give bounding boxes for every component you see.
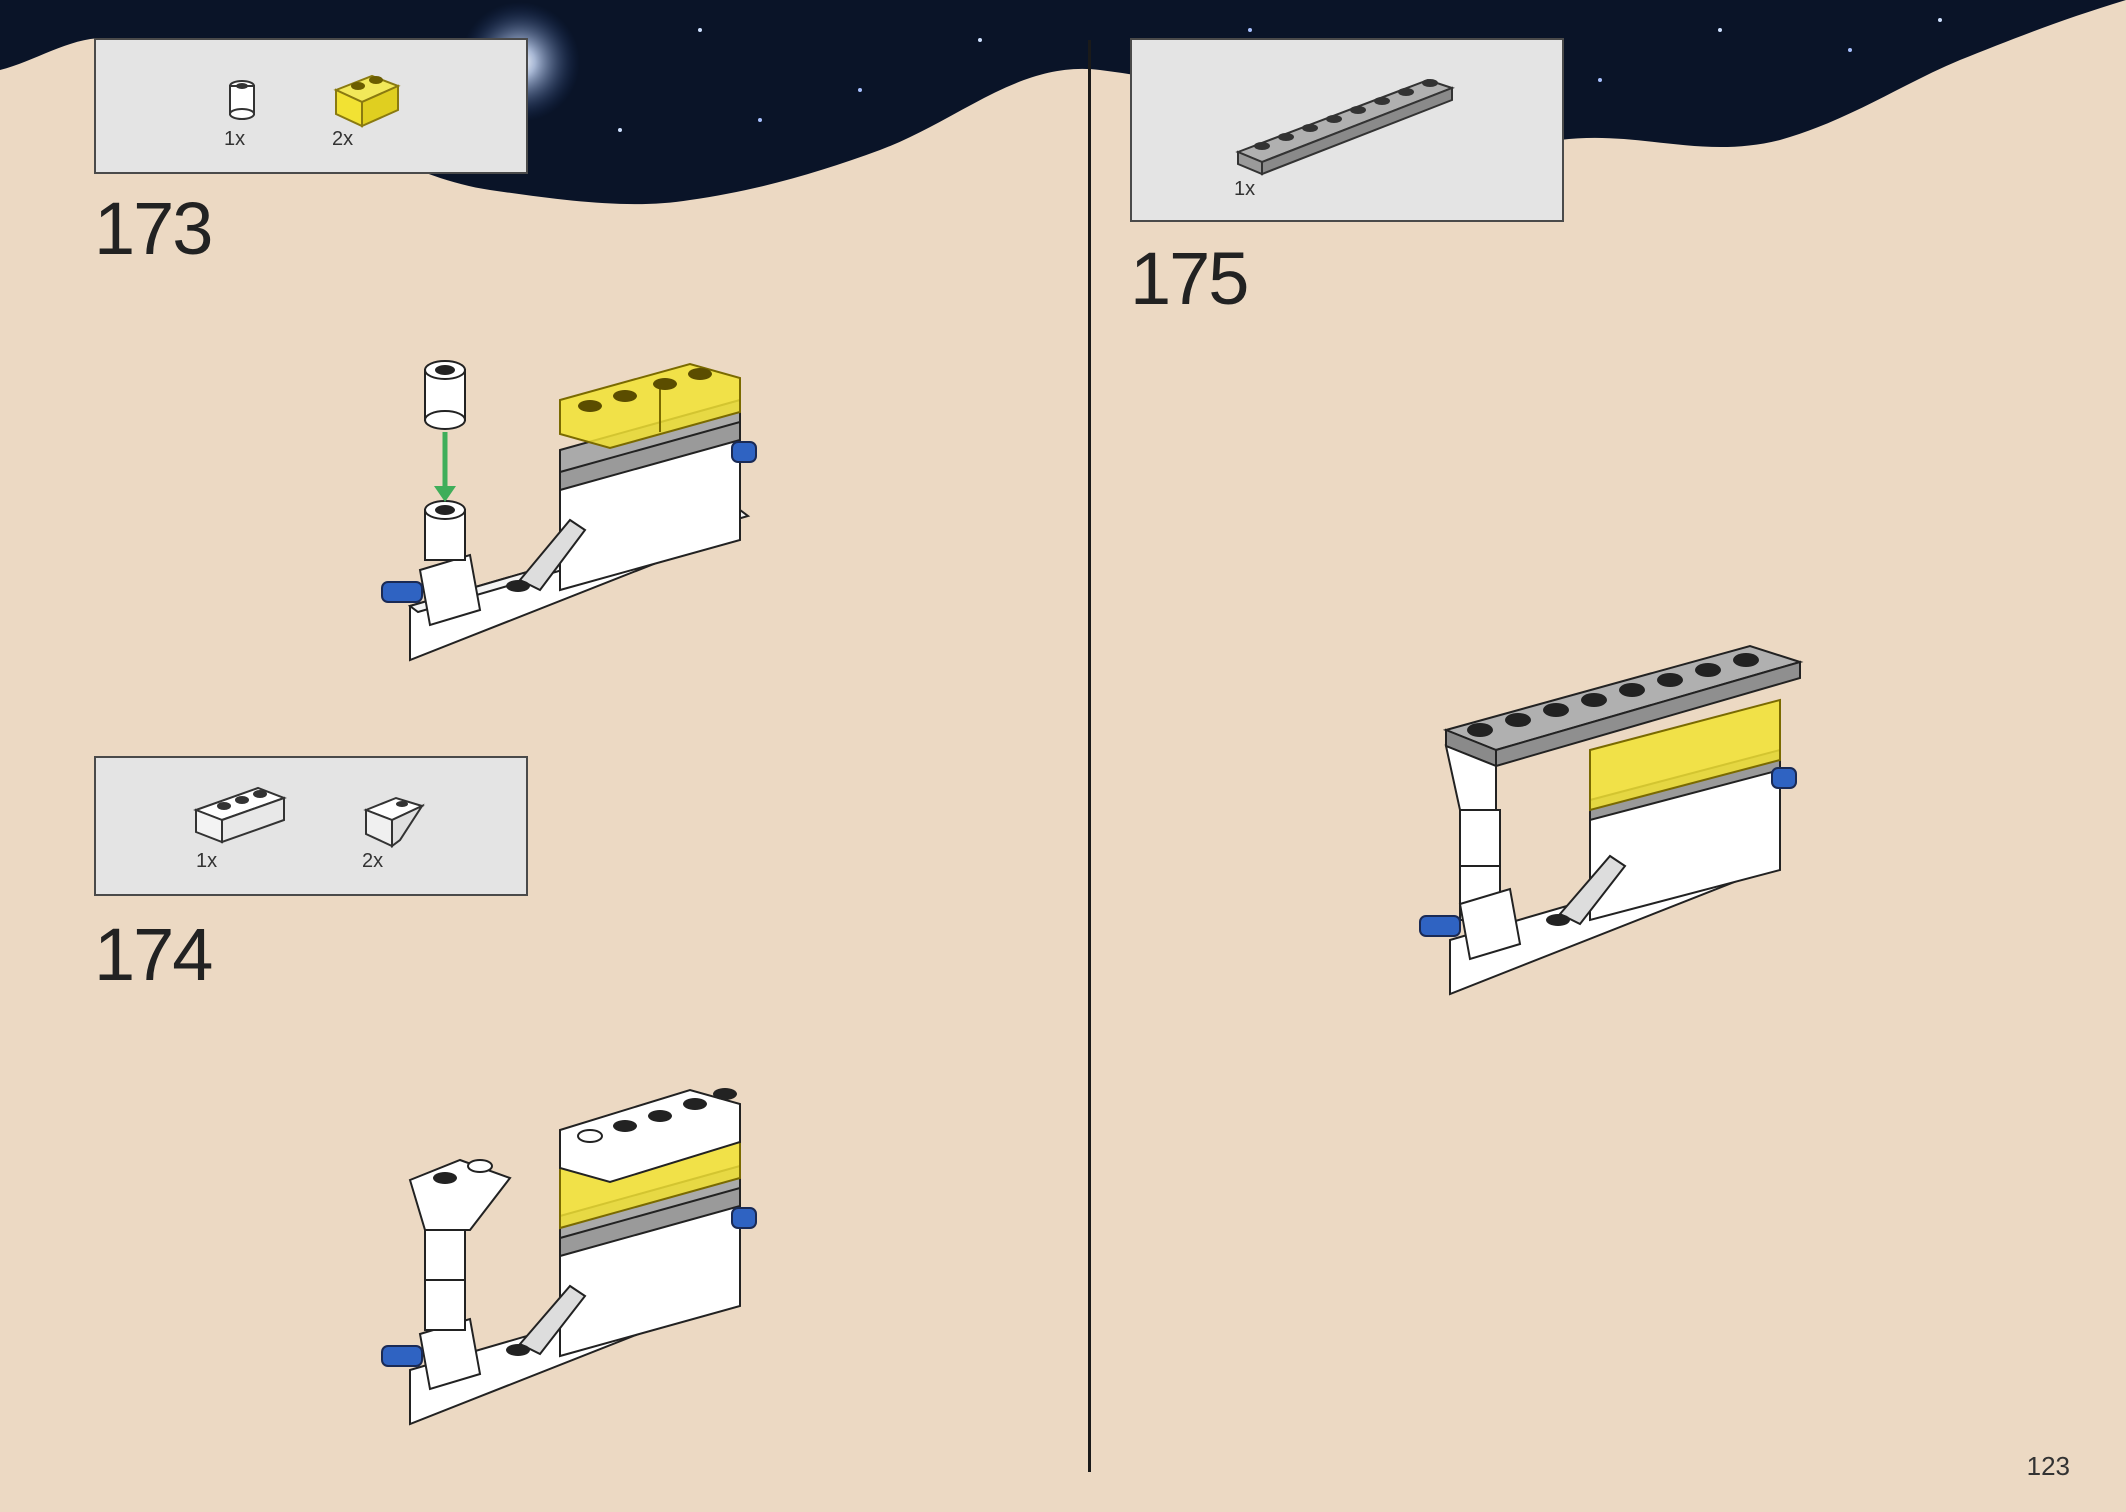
plate-1x8-gray-icon xyxy=(1235,78,1455,176)
slope-brick-white-icon xyxy=(363,796,425,848)
brick-1x3-white-icon xyxy=(193,786,287,844)
parts-box-step-173: 1x 2x xyxy=(94,38,528,174)
parts-box-step-175: 1x xyxy=(1130,38,1564,222)
part-qty: 2x xyxy=(332,128,354,150)
page-divider xyxy=(1088,40,1091,1472)
assembly-illustration-step-174 xyxy=(381,1088,757,1426)
assembly-illustration-step-175 xyxy=(1419,644,1804,996)
round-brick-1x1-white-icon xyxy=(229,80,255,120)
part-qty: 2x xyxy=(362,850,384,872)
brick-1x2-trans-yellow-icon xyxy=(333,74,401,128)
part-qty: 1x xyxy=(224,128,246,150)
parts-box-step-174: 1x 2x xyxy=(94,756,528,896)
step-number: 174 xyxy=(94,913,213,996)
part-qty: 1x xyxy=(196,850,218,872)
step-number: 175 xyxy=(1130,237,1249,320)
page-number: 123 xyxy=(2026,1451,2070,1481)
assembly-illustration-step-173 xyxy=(381,360,757,662)
part-qty: 1x xyxy=(1234,178,1256,200)
step-number: 173 xyxy=(94,187,213,270)
